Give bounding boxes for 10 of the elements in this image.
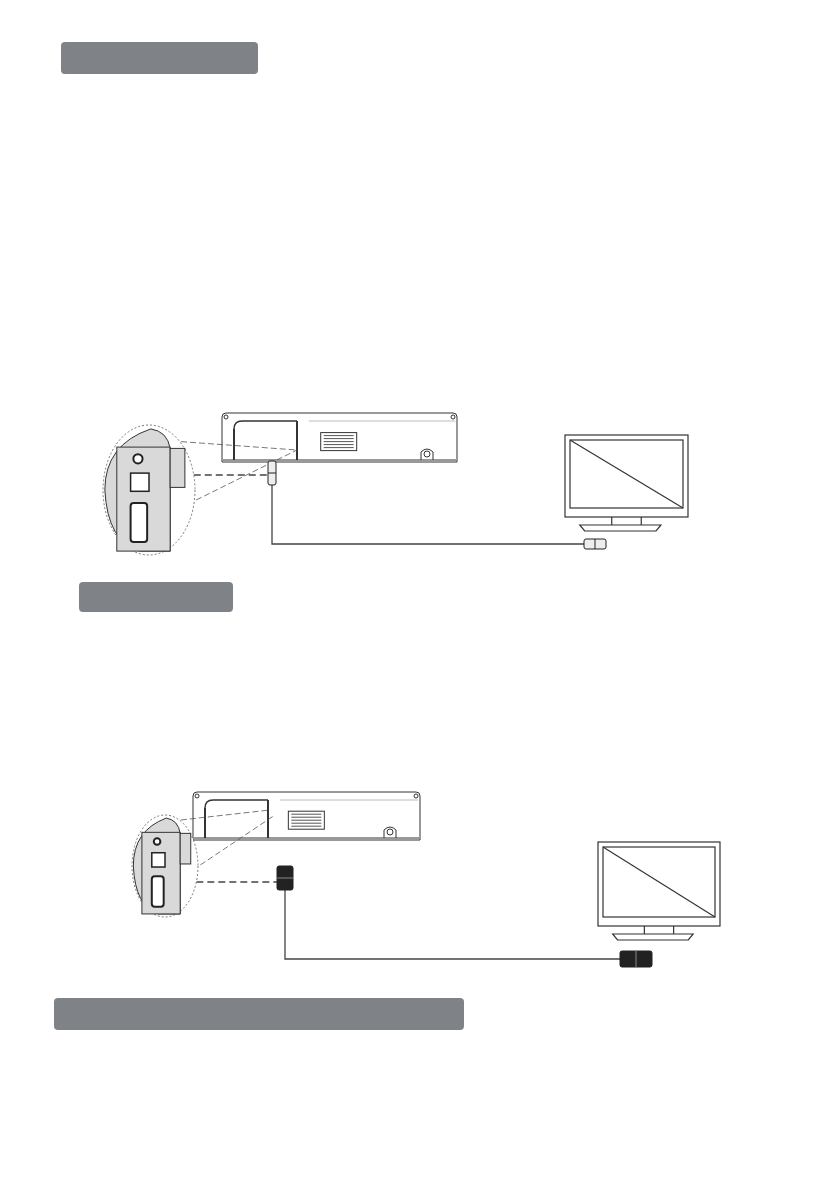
leader-line <box>193 474 269 476</box>
cable-line <box>284 889 621 960</box>
magnified-port-panel <box>132 815 198 917</box>
magnified-port-panel <box>103 425 195 555</box>
cable-line <box>271 484 585 545</box>
cable-plug <box>268 461 276 485</box>
cable-plug <box>584 539 606 549</box>
cable-plug <box>277 866 293 890</box>
leader-line <box>195 881 278 883</box>
cable-plug <box>620 951 652 967</box>
